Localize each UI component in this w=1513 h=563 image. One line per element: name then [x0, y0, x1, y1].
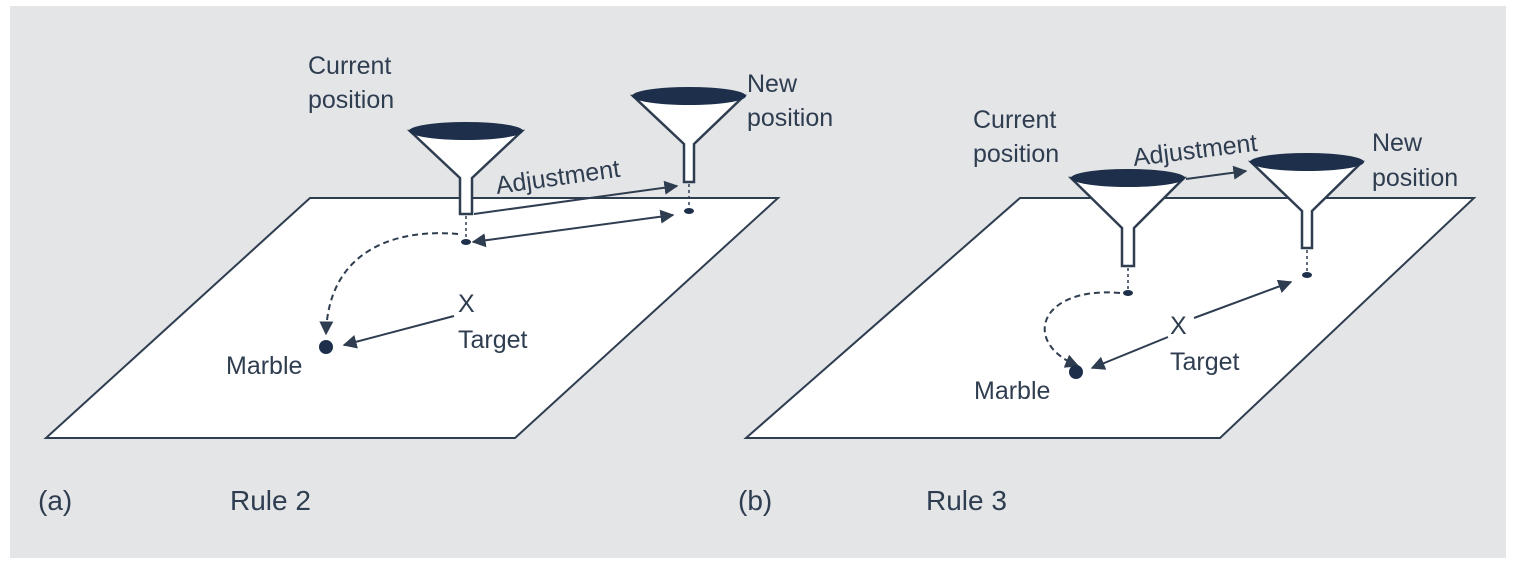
- new-position-label-a-line2: position: [747, 104, 833, 132]
- panel-b: Current position New position Adjustment…: [738, 106, 1477, 516]
- target-arrow-a: [342, 315, 455, 349]
- target-arrow-b-to-marble: [1090, 336, 1169, 370]
- board-b: [743, 197, 1477, 439]
- drop-point-b-new: [1302, 272, 1312, 278]
- marble-label-b: Marble: [974, 377, 1050, 405]
- current-position-label-a-line1: Current: [308, 52, 391, 80]
- new-position-label-b-line2: position: [1372, 164, 1458, 192]
- target-arrow-b-to-drop: [1193, 279, 1293, 319]
- new-position-label-a-line1: New: [747, 70, 798, 98]
- adjustment-label-a: Adjustment: [494, 155, 622, 200]
- adjustment-label-b: Adjustment: [1131, 129, 1259, 172]
- new-funnel-a: [629, 87, 748, 184]
- marble-label-a: Marble: [226, 352, 302, 380]
- target-x-b: X: [1170, 312, 1187, 340]
- target-label-a: Target: [458, 326, 528, 354]
- drop-point-a-new: [684, 208, 694, 214]
- current-funnel-a: [406, 122, 526, 216]
- adjustment-arrow-b: [1185, 165, 1248, 180]
- target-label-b: Target: [1170, 348, 1240, 376]
- marble-b: [1069, 365, 1083, 379]
- board-a: [43, 197, 781, 439]
- rule-label-a: Rule 2: [230, 485, 311, 516]
- funnel-experiment-figure: Current position New position Adjustment…: [10, 6, 1506, 558]
- current-position-label-b-line1: Current: [973, 106, 1056, 134]
- target-x-a: X: [458, 290, 475, 318]
- new-position-label-b-line1: New: [1372, 129, 1423, 157]
- panel-a: Current position New position Adjustment…: [38, 52, 833, 516]
- drop-point-b-current: [1123, 290, 1133, 296]
- marble-path-b: [1043, 291, 1121, 368]
- drop-point-a-current: [461, 239, 471, 245]
- marble-path-a: [319, 232, 459, 336]
- panel-letter-b: (b): [738, 485, 772, 516]
- new-funnel-b: [1247, 153, 1366, 250]
- current-position-label-a-line2: position: [308, 86, 394, 114]
- rule-label-b: Rule 3: [926, 485, 1007, 516]
- adjustment-arrow-a-upper: [473, 180, 679, 215]
- adjustment-arrow-a-lower: [471, 209, 675, 248]
- marble-a: [319, 340, 333, 354]
- current-position-label-b-line2: position: [973, 140, 1059, 168]
- panel-letter-a: (a): [38, 485, 72, 516]
- current-funnel-b: [1067, 169, 1188, 268]
